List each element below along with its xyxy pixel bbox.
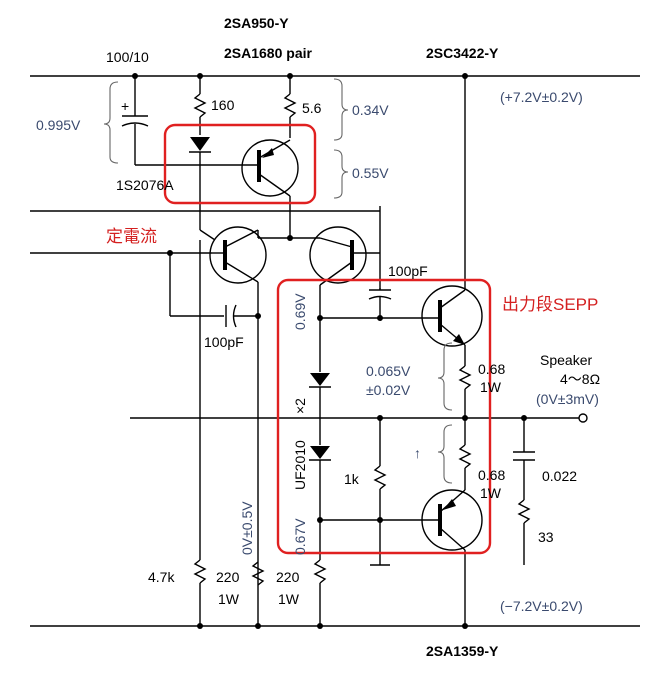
- transistor-2sa1680-left: [209, 226, 267, 284]
- brace-lower: [437, 424, 453, 484]
- highlight-bias-box: [163, 123, 317, 205]
- label-r1k: 1k: [344, 471, 360, 487]
- resistor-0-68-lower: [458, 438, 472, 490]
- resistor-220-a: [251, 561, 265, 586]
- label-1w-upper: 1W: [480, 379, 502, 395]
- label-r220-b: 220: [276, 569, 300, 585]
- label-v0065: 0.065V: [366, 363, 411, 379]
- label-c0022: 0.022: [542, 468, 577, 484]
- label-output-sepp: 出力段SEPP: [502, 295, 598, 314]
- label-1s2076a: 1S2076A: [116, 177, 174, 193]
- label-v069: 0.69V: [292, 293, 308, 330]
- resistor-1k: [370, 418, 390, 566]
- label-r220-a: 220: [216, 569, 240, 585]
- diode-uf2010-upper: [309, 373, 331, 388]
- label-1w-b: 1W: [278, 591, 300, 607]
- label-r160: 160: [211, 97, 235, 113]
- label-1w-a: 1W: [218, 591, 240, 607]
- brace-0-065v: [437, 342, 453, 411]
- brace-0-55v: [333, 149, 349, 199]
- label-r47k: 4.7k: [148, 569, 175, 585]
- highlight-sepp-box: [276, 278, 492, 555]
- resistor-5-6: [283, 76, 297, 138]
- label-vplus: (+7.2V±0.2V): [500, 89, 583, 105]
- label-r068-upper: 0.68: [478, 361, 505, 377]
- label-voffset: 0V±0.5V: [239, 501, 255, 555]
- capacitor-100pf-right: [368, 288, 392, 318]
- label-v055: 0.55V: [352, 165, 389, 181]
- label-speaker: Speaker: [540, 352, 592, 368]
- brace-0-995v: [103, 81, 119, 164]
- label-v002: ±0.02V: [366, 382, 411, 398]
- label-100pf-right: 100pF: [388, 263, 428, 279]
- label-vminus: (−7.2V±0.2V): [500, 598, 583, 614]
- transistor-2sa1359: [421, 489, 483, 551]
- label-r56: 5.6: [302, 100, 322, 116]
- label-v067: 0.67V: [292, 518, 308, 555]
- label-constant-current: 定電流: [106, 227, 157, 246]
- transistor-2sc3422: [421, 285, 483, 347]
- label-2sa950: 2SA950-Y: [224, 15, 289, 31]
- speaker-terminal: [578, 413, 588, 423]
- label-1w-lower: 1W: [480, 485, 502, 501]
- label-uf2010: UF2010: [292, 440, 308, 490]
- diode-uf2010-lower: [309, 446, 331, 461]
- label-2sa1359: 2SA1359-Y: [426, 643, 499, 659]
- label-2sc3422: 2SC3422-Y: [426, 45, 499, 61]
- label-v034: 0.34V: [352, 102, 389, 118]
- resistor-0-68-upper: [458, 345, 472, 438]
- resistor-220-b: [313, 559, 327, 626]
- zobel-network: [513, 418, 535, 565]
- label-arrow-up: ↑: [414, 445, 421, 461]
- label-r33: 33: [538, 529, 554, 545]
- label-cap-100-10: 100/10: [106, 49, 149, 65]
- label-r068-lower: 0.68: [478, 467, 505, 483]
- label-100pf-left: 100pF: [204, 334, 244, 350]
- capacitor-100pf-left: [225, 304, 258, 328]
- label-v0995: 0.995V: [36, 117, 81, 133]
- diode-1s2076a: [189, 137, 211, 205]
- resistor-4-7k: [193, 559, 207, 626]
- label-vout: (0V±3mV): [536, 391, 599, 407]
- label-x2: ×2: [292, 398, 308, 414]
- brace-0-34v: [333, 78, 349, 141]
- label-ohms: 4～8Ω: [560, 371, 600, 387]
- capacitor-100-10: +: [121, 76, 240, 166]
- transistor-2sa1680-right: [309, 226, 380, 286]
- svg-text:+: +: [121, 98, 129, 114]
- label-2sa1680-pair: 2SA1680 pair: [224, 45, 312, 61]
- transistor-2sa950: [240, 139, 299, 197]
